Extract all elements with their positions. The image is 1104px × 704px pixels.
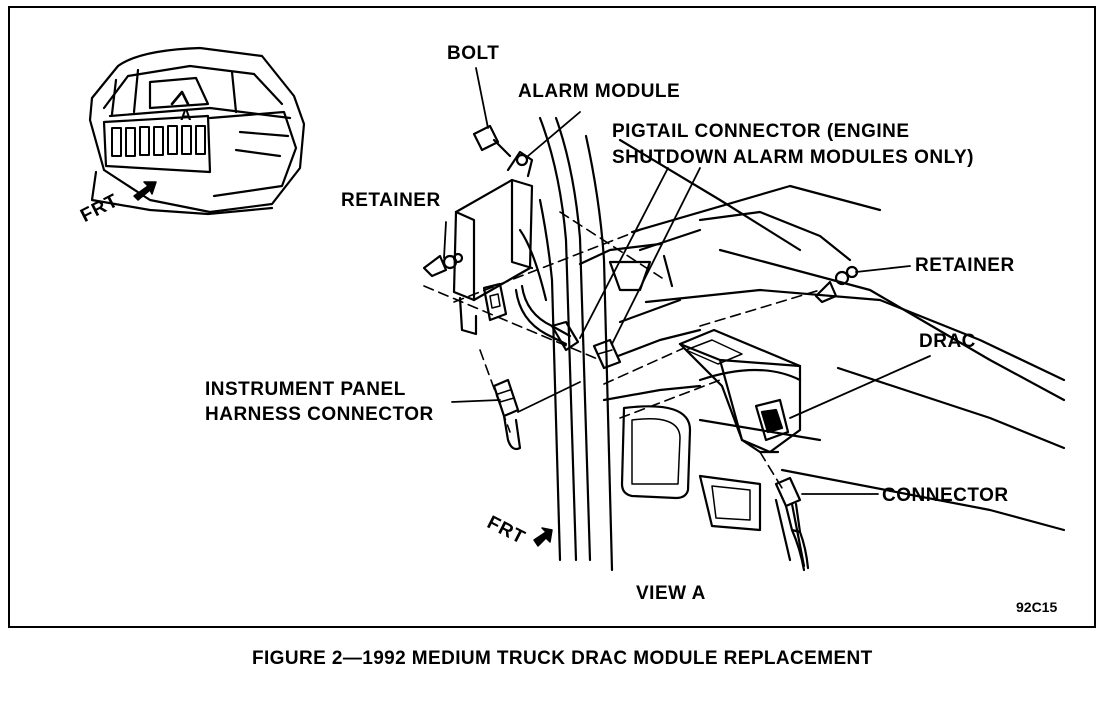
figure-caption: FIGURE 2—1992 MEDIUM TRUCK DRAC MODULE R… xyxy=(252,648,873,669)
bolt-label: BOLT xyxy=(447,43,500,64)
view-a-label: VIEW A xyxy=(636,583,706,604)
figure-reference-code: 92C15 xyxy=(1016,599,1058,615)
diagram-frame xyxy=(8,6,1096,628)
retainer-left-label: RETAINER xyxy=(341,190,441,211)
frt-top-arrow xyxy=(133,181,157,201)
ip-harness-connector-label-line2: HARNESS CONNECTOR xyxy=(205,404,434,425)
ip-harness-connector-label-line1: INSTRUMENT PANEL xyxy=(205,379,406,400)
retainer-left-part xyxy=(422,252,464,278)
drac-label: DRAC xyxy=(919,331,976,352)
alarm-module-label: ALARM MODULE xyxy=(518,81,681,102)
connector-label: CONNECTOR xyxy=(882,485,1009,506)
pigtail-connector-label-line1: PIGTAIL CONNECTOR (ENGINE xyxy=(612,121,910,142)
drac-connector-part xyxy=(774,476,810,572)
bolt-part xyxy=(472,124,512,158)
drac-module xyxy=(678,328,802,454)
alignment-lines xyxy=(423,211,821,489)
dash-structure xyxy=(518,116,1066,572)
ip-harness-connector-part xyxy=(492,378,522,451)
truck-cab-inset xyxy=(88,46,306,216)
pigtail-connector-part xyxy=(592,338,622,370)
leader-lines xyxy=(443,67,931,495)
pigtail-connector-label-line2: SHUTDOWN ALARM MODULES ONLY) xyxy=(612,147,974,168)
alarm-module xyxy=(452,150,580,352)
inset-view-marker: A xyxy=(180,107,193,124)
frt-bottom-arrow xyxy=(533,527,553,547)
retainer-right-label: RETAINER xyxy=(915,255,1015,276)
